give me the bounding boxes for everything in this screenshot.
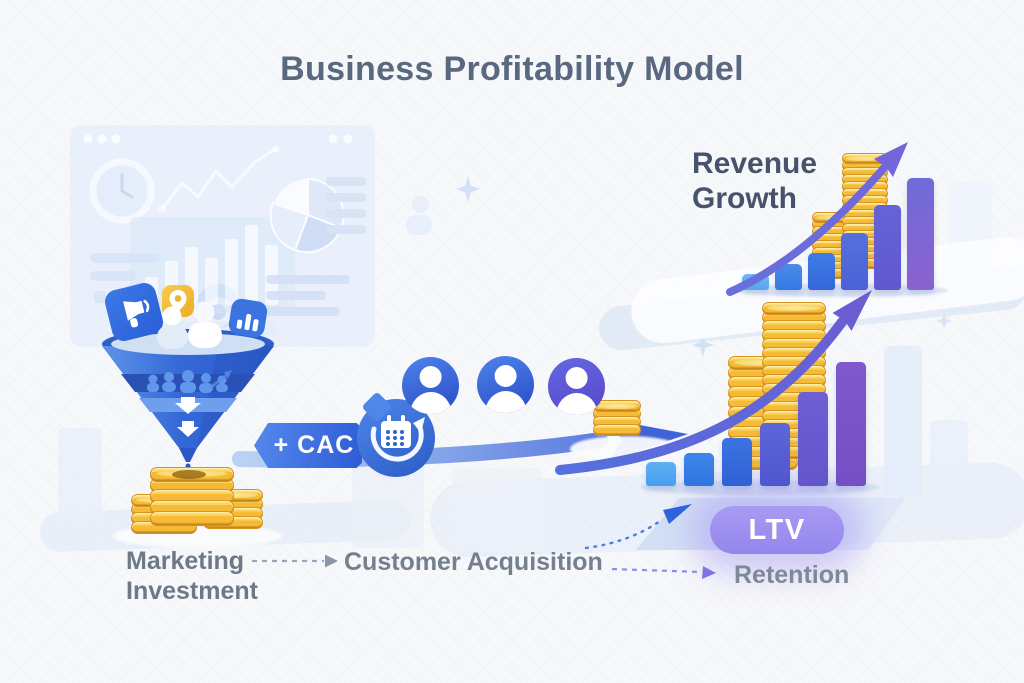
- user-avatar-icon: [548, 358, 605, 415]
- map-pin-glyph: [169, 290, 187, 312]
- ghost-person-icon: [406, 196, 436, 236]
- sparkle-icon: [456, 176, 480, 202]
- coin: [762, 302, 826, 315]
- bar: [775, 264, 802, 290]
- bar: [722, 437, 752, 486]
- bar: [760, 422, 790, 486]
- bar-chart-bar: [243, 313, 252, 331]
- bar: [841, 232, 868, 290]
- ghost-bar: [930, 420, 968, 532]
- bar: [646, 462, 676, 486]
- funnel-spout-hole: [172, 470, 206, 479]
- ltv-badge-label: LTV: [748, 513, 806, 546]
- dashed-arrow-acquisition-to-retention: [611, 567, 703, 574]
- coin: [842, 153, 888, 164]
- funnel-people-icon: [157, 301, 222, 349]
- bar-chart-bar: [251, 318, 259, 332]
- revenue-growth-label: Revenue Growth: [692, 146, 817, 216]
- dashed-arrowhead: [325, 554, 338, 568]
- coin: [593, 424, 641, 436]
- megaphone-icon: [102, 280, 166, 344]
- bar: [798, 391, 828, 486]
- bar: [907, 178, 934, 290]
- cac-badge-label: + CAC: [273, 431, 355, 459]
- user-avatar-icon: [477, 356, 534, 413]
- megaphone-glyph: [123, 299, 150, 328]
- background-building: [452, 468, 542, 550]
- bar: [836, 362, 866, 486]
- user-avatar-icon: [402, 357, 459, 414]
- marketing-funnel-icon: [102, 329, 274, 469]
- bar: [742, 274, 769, 290]
- dashed-arrowhead: [702, 566, 716, 579]
- coin: [150, 511, 234, 526]
- ghost-person-body: [406, 215, 432, 235]
- flow-step-retention: Retention: [734, 561, 850, 589]
- ltv-badge: LTV: [710, 506, 844, 554]
- page-title: Business Profitability Model: [280, 50, 744, 88]
- coin-stack-icon: [593, 400, 641, 436]
- cac-badge: + CAC: [254, 423, 362, 468]
- bar: [808, 253, 835, 290]
- ghost-bar: [884, 346, 922, 496]
- revenue-growth-line2: Growth: [692, 182, 797, 215]
- flow-step-marketing-investment: Marketing Investment: [126, 547, 258, 605]
- bar: [874, 204, 901, 290]
- bar: [684, 452, 714, 486]
- ltv-growth-chart: [646, 362, 866, 486]
- background-building: [58, 428, 102, 524]
- ghost-person-head: [412, 196, 429, 213]
- flow-step-customer-acquisition: Customer Acquisition: [344, 548, 603, 576]
- revenue-growth-line1: Revenue: [692, 147, 818, 180]
